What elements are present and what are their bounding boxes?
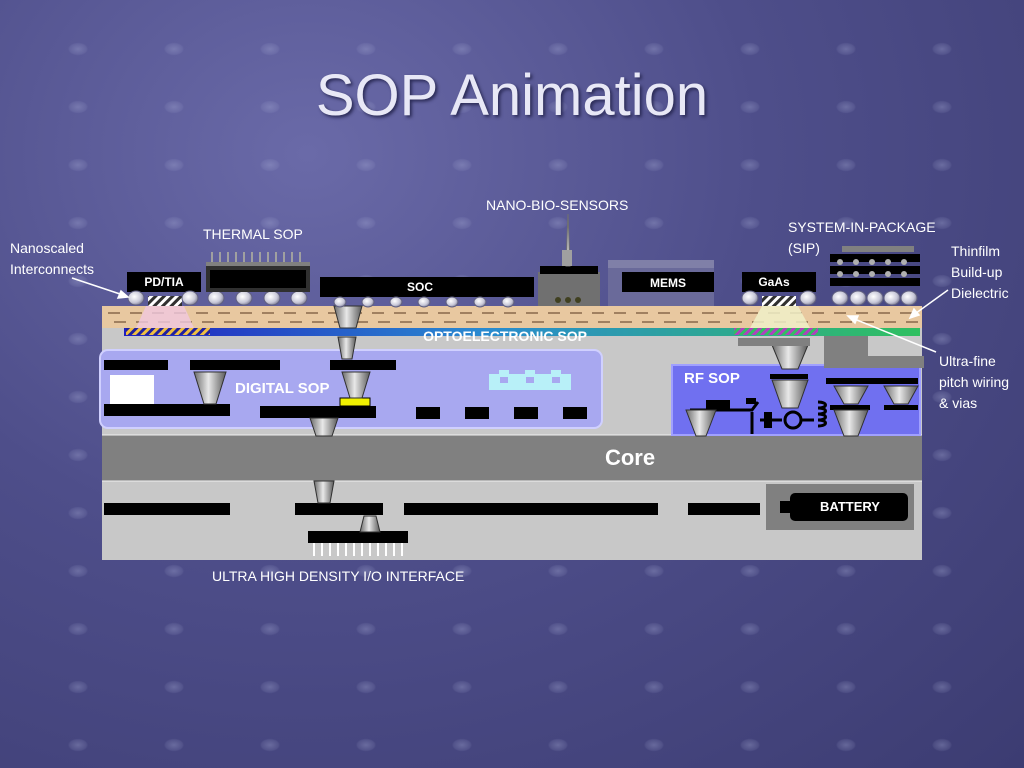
gaas-label: GaAs [758,275,790,289]
optoelectronic-sop-label: OPTOELECTRONIC SOP [423,328,587,344]
nanoscaled-interconnects-label: Nanoscaled Interconnects [10,240,95,277]
rf-sop-label: RF SOP [684,370,740,387]
sip-stack [830,246,920,286]
core-layer [102,435,922,481]
pd-tia-label: PD/TIA [144,275,184,289]
core-label: Core [604,445,656,470]
optoelectronic-waveguide [124,328,920,336]
gaas-chip [742,272,816,292]
system-in-package-label: SYSTEM-IN-PACKAGE (SIP) [788,219,936,256]
soc-label: SOC [406,280,433,294]
slide-title: SOP Animation [315,63,709,128]
thermal-sop-label: THERMAL SOP [203,226,303,242]
digital-sop-label: DIGITAL SOP [235,380,330,397]
mems-label: MEMS [650,276,686,290]
pd-tia-chip [127,272,201,292]
io-interface-label: ULTRA HIGH DENSITY I/O INTERFACE [212,568,465,584]
soc-chip [320,277,534,297]
ultra-fine-pitch-label: Ultra-fine pitch wiring & vias [939,353,1010,411]
io-interface-block [308,531,408,543]
battery-label: BATTERY [820,499,880,514]
battery-cell [790,493,908,521]
thinfilm-dielectric-label: Thinfilm Build-up Dielectric [951,243,1009,301]
mems-chip [622,272,714,292]
nano-bio-sensors-label: NANO-BIO-SENSORS [486,197,629,213]
